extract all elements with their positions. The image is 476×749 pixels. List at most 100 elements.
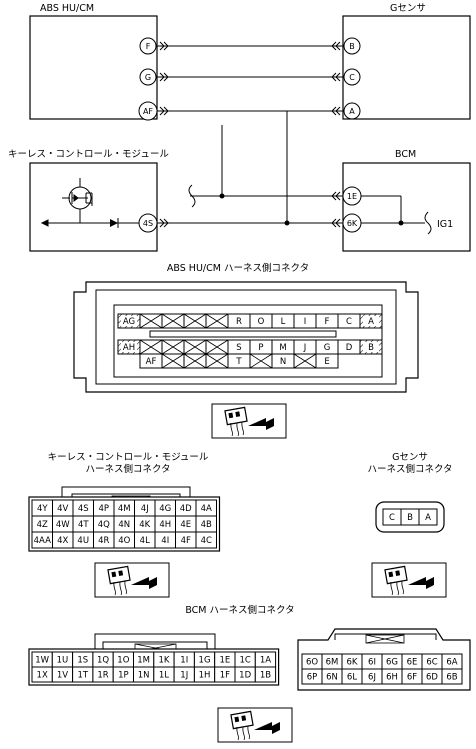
connector-cavity: G: [315, 339, 339, 355]
cavity-label: 4J: [141, 504, 149, 514]
cavity-label: O: [258, 317, 265, 327]
junction-dot: [219, 193, 225, 199]
connector-cavity: 4N: [113, 515, 135, 533]
connector-cavity: [205, 313, 229, 329]
cavity-label: 4I: [161, 536, 169, 546]
keyless-module-label: キーレス・コントロール・モジュール: [8, 149, 169, 160]
connector-cavity: M: [271, 339, 295, 355]
cavity-label: 4N: [118, 520, 130, 530]
cavity-label: AH: [123, 343, 135, 353]
cavity-label: L: [281, 317, 286, 327]
connector-cavity: R: [227, 313, 251, 329]
abs-module-label: ABS HU/CM: [40, 3, 94, 14]
cavity-label: 4P: [98, 504, 109, 514]
cavity-label: 1G: [199, 656, 211, 666]
cavity-label: 6N: [326, 673, 338, 683]
connector-cavity: AF: [139, 353, 163, 369]
cavity-label: 4Q: [98, 520, 110, 530]
connector-cavity: 4A: [195, 499, 217, 517]
svg-text:4S: 4S: [143, 219, 153, 228]
cavity-label: 4E: [180, 520, 191, 530]
cavity-label: 4C: [201, 536, 212, 546]
cavity-label: 6E: [407, 658, 418, 668]
abs-module-box: [29, 15, 158, 120]
cavity-label: 4H: [159, 520, 171, 530]
cavity-label: 1P: [118, 671, 129, 681]
connector-cavity: S: [227, 339, 251, 355]
pin-abs-g: G: [139, 68, 157, 86]
cavity-label: F: [325, 317, 330, 327]
cavity-label: 4A: [201, 504, 212, 514]
connector-cavity: 6L: [341, 668, 363, 685]
cavity-label: 1R: [97, 671, 108, 681]
abs-connector-title: ABS HU/CM ハーネス側コネクタ: [167, 262, 309, 274]
connector-cavity: 6C: [421, 653, 443, 670]
connector-cavity: 1O: [112, 651, 134, 668]
bcm-connector-title: BCM ハーネス側コネクタ: [185, 604, 294, 616]
connector-cavity: 1A: [254, 651, 277, 668]
cavity-label: 1M: [137, 656, 150, 666]
cavity-label: 6H: [386, 673, 398, 683]
cavity-label: 4S: [78, 504, 89, 514]
cavity-label: 1X: [37, 671, 48, 681]
connector-cavity: 1Q: [92, 651, 114, 668]
cavity-label: 1A: [260, 656, 271, 666]
keyless-connector-title-2: ハーネス側コネクタ: [85, 463, 170, 475]
connector-cavity: 4P: [93, 499, 115, 517]
connector-cavity: J: [293, 339, 317, 355]
connector-cavity: 4C: [195, 531, 217, 549]
connector-cavity: 4L: [134, 531, 156, 549]
cavity-label: 4B: [201, 520, 212, 530]
cavity-label: 1J: [180, 671, 188, 681]
cavity-label: 6F: [407, 673, 417, 683]
pin-bcm-1e: 1E: [342, 186, 362, 206]
plug-icon: [211, 403, 287, 439]
cavity-label: 6M: [326, 658, 339, 668]
transistor-symbol: [62, 178, 93, 223]
connector-chevrons-left: [159, 41, 169, 228]
connector-cavity: 4K: [134, 515, 156, 533]
connector-cavity: [183, 313, 207, 329]
connector-cavity: 6A: [441, 653, 463, 670]
connector-cavity: C: [337, 313, 361, 329]
connector-cavity: 4D: [175, 499, 197, 517]
cavity-label: J: [303, 343, 307, 353]
connector-cavity: O: [249, 313, 273, 329]
cavity-label: 4R: [98, 536, 109, 546]
connector-cavity: L: [271, 313, 295, 329]
connector-cavity: E: [315, 353, 339, 369]
connector-cavity: 6P: [301, 668, 323, 685]
gsensor-connector-title-2: ハーネス側コネクタ: [367, 463, 452, 475]
gsensor-module-label: Gセンサ: [390, 3, 426, 14]
cavity-label: 1O: [117, 656, 129, 666]
connector-cavity: [161, 353, 185, 369]
cavity-label: 4L: [140, 536, 150, 546]
wires: [157, 45, 432, 235]
svg-text:G: G: [145, 73, 151, 82]
connector-cavity: D: [337, 339, 361, 355]
diode-symbol: [110, 218, 119, 228]
connector-cavity: 1G: [193, 651, 216, 668]
cavity-label: C: [389, 513, 395, 523]
connector-chevrons-right: [331, 41, 341, 228]
cavity-label: 6C: [426, 658, 437, 668]
pin-abs-f: F: [139, 37, 157, 55]
connector-cavity: T: [227, 353, 251, 369]
cavity-label: 6K: [347, 658, 358, 668]
connector-cavity: 1E: [214, 651, 236, 668]
cavity-label: P: [258, 343, 263, 353]
cavity-label: 1D: [239, 671, 251, 681]
cavity-label: 4G: [159, 504, 171, 514]
cavity-label: A: [368, 317, 374, 327]
connector-cavity: 6K: [341, 653, 363, 670]
svg-text:B: B: [349, 42, 355, 51]
plug-icon: [94, 562, 170, 598]
connector-cavity: [139, 313, 163, 329]
connector-cavity: [183, 353, 207, 369]
connector-cavity: 1B: [254, 666, 277, 683]
